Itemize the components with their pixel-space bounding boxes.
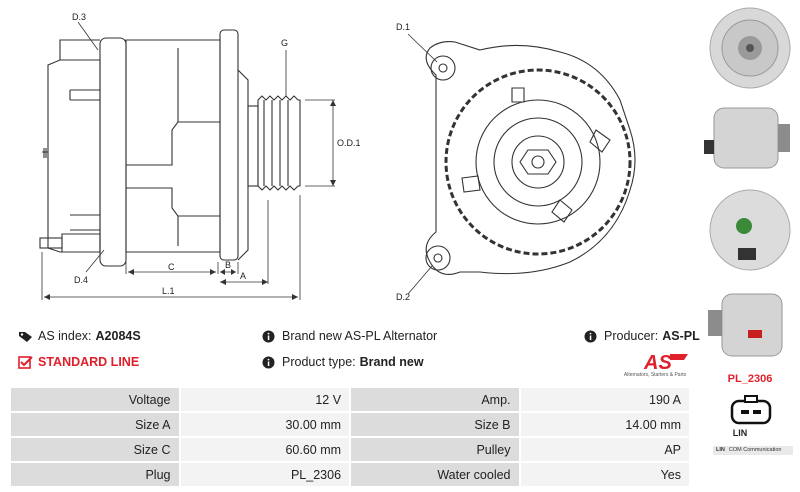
spec-value: AP [518,436,692,463]
label-g: G [281,38,288,48]
spec-value: 12 V [178,386,352,413]
label-l1: L.1 [162,286,175,296]
plug-connector-icon [730,395,772,425]
technical-drawing: D.3 D.4 G O.D.1 C B A L.1 D.1 D.2 [39,12,636,302]
spec-label: Voltage [9,386,181,413]
spec-label: Size C [9,436,181,463]
photo-side-view[interactable] [702,94,798,182]
spec-label: Size A [9,411,181,438]
front-view-outline [425,41,636,275]
product-type-value: Brand new [359,355,424,369]
spec-label: Size B [349,411,521,438]
side-view-rear-housing [47,59,101,253]
spec-value: 14.00 mm [518,411,692,438]
producer-label: Producer: [604,329,659,343]
side-view-front-housing [219,29,239,261]
label-d1: D.1 [396,22,410,32]
table-row: Voltage 12 V Amp. 190 A [9,386,692,413]
front-view-nut [519,149,557,175]
table-row: Size A 30.00 mm Size B 14.00 mm [9,411,692,438]
spec-label: Plug [9,461,181,488]
as-logo-text: AS [643,352,672,372]
brand-new-row: Brand new AS-PL Alternator [262,329,437,343]
spec-label: Amp. [349,386,521,413]
side-view-flange [99,37,127,267]
label-d4: D.4 [74,275,88,285]
as-logo-tagline: Alternators, Starters & Parts [623,372,687,378]
label-od1: O.D.1 [337,138,361,148]
label-d3: D.3 [72,12,86,22]
standard-line-row: STANDARD LINE [18,355,139,369]
label-b: B [225,260,231,270]
spec-value: PL_2306 [178,461,352,488]
table-row: Size C 60.60 mm Pulley AP [9,436,692,463]
as-index-value: A2084S [95,329,141,343]
spec-value: 190 A [518,386,692,413]
com-value: COM Communication [728,447,782,453]
tag-icon [19,331,32,342]
as-index-label: AS index: [38,329,92,343]
product-type-row: Product type: Brand new [262,355,424,369]
side-view-pulley [257,95,301,191]
photo-angle-view[interactable] [702,280,798,368]
as-index-row: AS index: A2084S [18,329,141,343]
info-icon [262,330,275,342]
brand-new-text: Brand new AS-PL Alternator [282,329,438,343]
standard-line-label: STANDARD LINE [38,355,140,369]
product-type-label: Product type: [282,355,356,369]
spec-label: Water cooled [349,461,521,488]
product-photos [700,0,800,370]
com-key: LIN [716,447,725,453]
photo-rear-view[interactable] [702,186,798,274]
photo-front-view[interactable] [702,4,798,92]
spec-label: Pulley [349,436,521,463]
spec-value: 60.60 mm [178,436,352,463]
info-icon [584,330,597,342]
label-d2: D.2 [396,292,410,302]
label-c: C [168,262,175,272]
as-logo-mark: AS [643,352,688,374]
side-view-stator [125,39,221,253]
producer-value: AS-PL [662,329,700,343]
as-pl-logo: AS Alternators, Starters & Parts [618,350,692,380]
spec-value: 30.00 mm [178,411,352,438]
table-row: Plug PL_2306 Water cooled Yes [9,461,692,488]
spec-value: Yes [518,461,692,488]
plug-name: PL_2306 [727,373,773,385]
producer-row: Producer: AS-PL [584,329,700,343]
spec-table: Voltage 12 V Amp. 190 A Size A 30.00 mm … [9,386,692,488]
plug-pin-label: LIN [732,428,748,438]
checkbox-icon [18,355,33,369]
info-icon [262,356,275,368]
label-a: A [240,271,246,281]
